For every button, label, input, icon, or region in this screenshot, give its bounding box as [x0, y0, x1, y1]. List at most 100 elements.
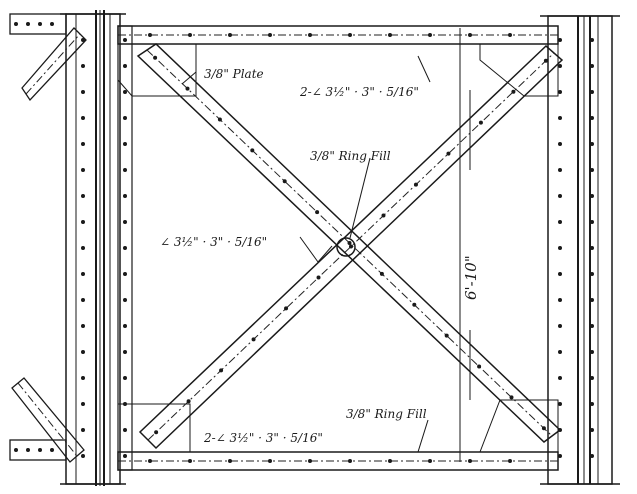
rivet	[558, 402, 562, 406]
rivet	[217, 117, 222, 122]
left-column	[60, 10, 126, 486]
rivet	[81, 454, 85, 458]
rivet	[50, 22, 54, 26]
rivet	[308, 33, 312, 37]
rivet	[123, 272, 127, 276]
rivet	[38, 22, 42, 26]
rivet	[558, 194, 562, 198]
rivet	[468, 459, 472, 463]
rivet	[478, 120, 483, 125]
rivet	[81, 116, 85, 120]
rivet	[590, 220, 594, 224]
rivet	[558, 142, 562, 146]
rivet	[428, 459, 432, 463]
rivet	[123, 142, 127, 146]
rivet	[558, 350, 562, 354]
rivet	[188, 459, 192, 463]
rivet	[81, 90, 85, 94]
rivet	[228, 459, 232, 463]
rivet	[153, 55, 158, 60]
top-chord	[117, 25, 559, 45]
rivet	[123, 376, 127, 380]
rivet	[268, 459, 272, 463]
rivet	[590, 350, 594, 354]
leader-lines	[181, 55, 471, 453]
rivet	[228, 33, 232, 37]
rivet	[428, 33, 432, 37]
rivet	[148, 33, 152, 37]
rivet	[148, 459, 152, 463]
left-vertical-angle	[117, 25, 133, 471]
rivet	[123, 220, 127, 224]
rivet	[14, 22, 18, 26]
rivet	[558, 454, 562, 458]
rivet	[590, 38, 594, 42]
rivet	[81, 194, 85, 198]
rivet	[558, 90, 562, 94]
rivet	[348, 459, 352, 463]
rivet	[81, 428, 85, 432]
rivet	[26, 22, 30, 26]
rivet	[468, 33, 472, 37]
rivet	[558, 428, 562, 432]
rivet	[26, 448, 30, 452]
rivet	[508, 459, 512, 463]
rivet	[349, 244, 353, 249]
rivet	[81, 246, 85, 250]
rivet	[315, 210, 320, 215]
label-top-chord: 2-∠ 3½" · 3" · 5/16"	[299, 85, 419, 99]
rivet	[123, 90, 127, 94]
rivet	[543, 58, 548, 63]
rivet	[590, 402, 594, 406]
rivet	[590, 298, 594, 302]
rivet	[81, 220, 85, 224]
rivet	[81, 376, 85, 380]
rivet	[558, 64, 562, 68]
label-diagonal-angle: ∠ 3½" · 3" · 5/16"	[160, 235, 267, 249]
rivet	[81, 64, 85, 68]
rivet	[379, 271, 384, 276]
rivet	[81, 272, 85, 276]
rivet	[123, 454, 127, 458]
rivet	[81, 38, 85, 42]
rivet	[541, 426, 546, 431]
rivet	[123, 194, 127, 198]
rivet	[558, 116, 562, 120]
rivet	[123, 298, 127, 302]
rivet	[268, 33, 272, 37]
rivet	[123, 428, 127, 432]
rivet	[558, 298, 562, 302]
right-column	[540, 15, 620, 485]
rivet	[308, 459, 312, 463]
bottom-chord	[117, 451, 559, 471]
rivet	[50, 448, 54, 452]
rivet	[348, 33, 352, 37]
rivet	[590, 142, 594, 146]
rivet	[81, 402, 85, 406]
rivet	[123, 402, 127, 406]
rivet	[590, 90, 594, 94]
rivet	[558, 272, 562, 276]
rivet	[250, 148, 255, 153]
rivet	[14, 448, 18, 452]
rivet	[123, 38, 127, 42]
rivet	[413, 182, 418, 187]
rivet	[558, 324, 562, 328]
rivet	[558, 38, 562, 42]
rivet	[347, 241, 352, 245]
ring-fill-center	[336, 237, 356, 257]
rivet	[188, 33, 192, 37]
rivet	[508, 33, 512, 37]
rivet	[284, 306, 289, 311]
rivet	[446, 151, 451, 156]
diagonal-brace-2	[138, 44, 564, 450]
rivet	[185, 86, 190, 91]
rivet	[477, 364, 482, 369]
rivet	[316, 275, 321, 280]
rivet	[444, 333, 449, 338]
label-bottom-chord: 2-∠ 3½" · 3" · 5/16"	[203, 431, 323, 445]
rivet	[558, 246, 562, 250]
rivet	[511, 89, 516, 94]
rivet	[388, 33, 392, 37]
rivet	[123, 246, 127, 250]
